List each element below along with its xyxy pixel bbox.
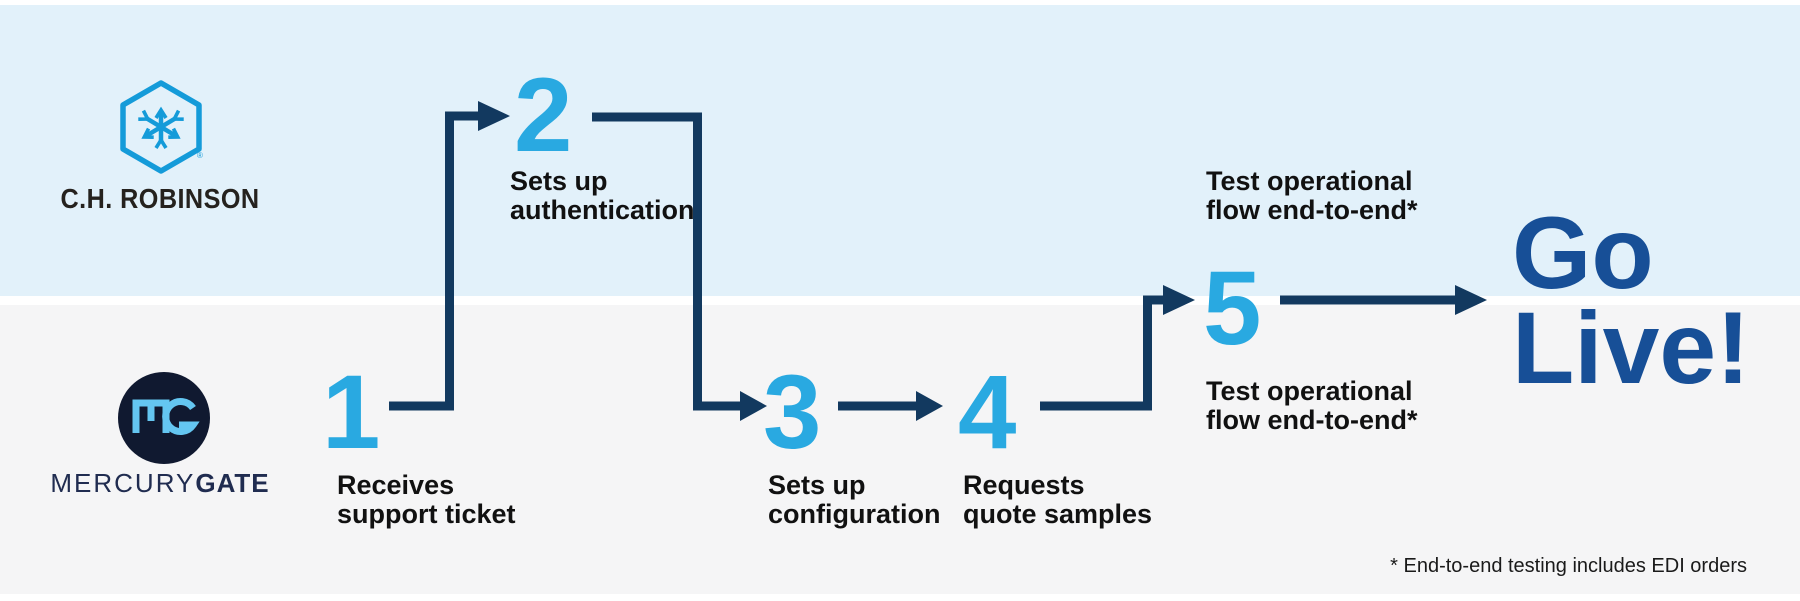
connector-step2-to-step3 (592, 112, 767, 421)
footnote: * End-to-end testing includes EDI orders (1390, 555, 1747, 577)
go-live-line1: Go (1512, 196, 1654, 310)
step-2-label-line2: authentication (510, 195, 695, 225)
step-1-label-line1: Receives (337, 470, 455, 500)
chrobinson-row-background (0, 5, 1800, 296)
step-2-number: 2 (514, 57, 573, 174)
step-4-label-line2: quote samples (963, 499, 1153, 529)
registered-trademark-icon: ® (197, 151, 203, 160)
step-3-label-line2: configuration (768, 499, 941, 529)
step-1-label-line2: support ticket (337, 499, 516, 529)
step-5-label-top: Test operational flow end-to-end* (1206, 167, 1417, 225)
step-4-label: Requests quote samples (963, 471, 1152, 529)
step-5-label-top-line2: flow end-to-end* (1206, 195, 1418, 225)
step-1-label: Receives support ticket (337, 471, 516, 529)
step-1-number: 1 (322, 354, 381, 471)
mercurygate-wordmark-mercury: MERCURY (50, 468, 196, 498)
mercurygate-wordmark: MERCURYGATE (50, 469, 269, 498)
connector-step5-to-golive (1280, 285, 1487, 315)
connector-step3-to-step4 (838, 391, 943, 421)
step-5-label-top-line1: Test operational (1206, 166, 1413, 196)
step-2-label: Sets up authentication (510, 167, 695, 225)
step-3-number: 3 (763, 354, 822, 471)
chrobinson-wordmark: C.H. ROBINSON (60, 183, 260, 214)
step-4-label-line1: Requests (963, 470, 1085, 500)
step-5-label-bottom: Test operational flow end-to-end* (1206, 377, 1417, 435)
go-live-line2: Live! (1512, 291, 1751, 405)
step-3-label: Sets up configuration (768, 471, 940, 529)
step-2-label-line1: Sets up (510, 166, 608, 196)
step-4-number: 4 (958, 354, 1017, 471)
connector-step1-to-step2 (389, 101, 510, 411)
step-3-label-line1: Sets up (768, 470, 866, 500)
go-live-title: Go Live! (1512, 196, 1751, 405)
step-5-number: 5 (1203, 250, 1262, 367)
step-5-label-bottom-line2: flow end-to-end* (1206, 405, 1418, 435)
hexagon-arrows-icon: ® (120, 80, 203, 174)
mercurygate-wordmark-gate: GATE (195, 468, 270, 498)
mg-circle-monogram-icon (118, 372, 210, 464)
connector-step4-to-step5 (1040, 285, 1195, 411)
step-5-label-bottom-line1: Test operational (1206, 376, 1413, 406)
mercurygate-row-background (0, 305, 1800, 594)
